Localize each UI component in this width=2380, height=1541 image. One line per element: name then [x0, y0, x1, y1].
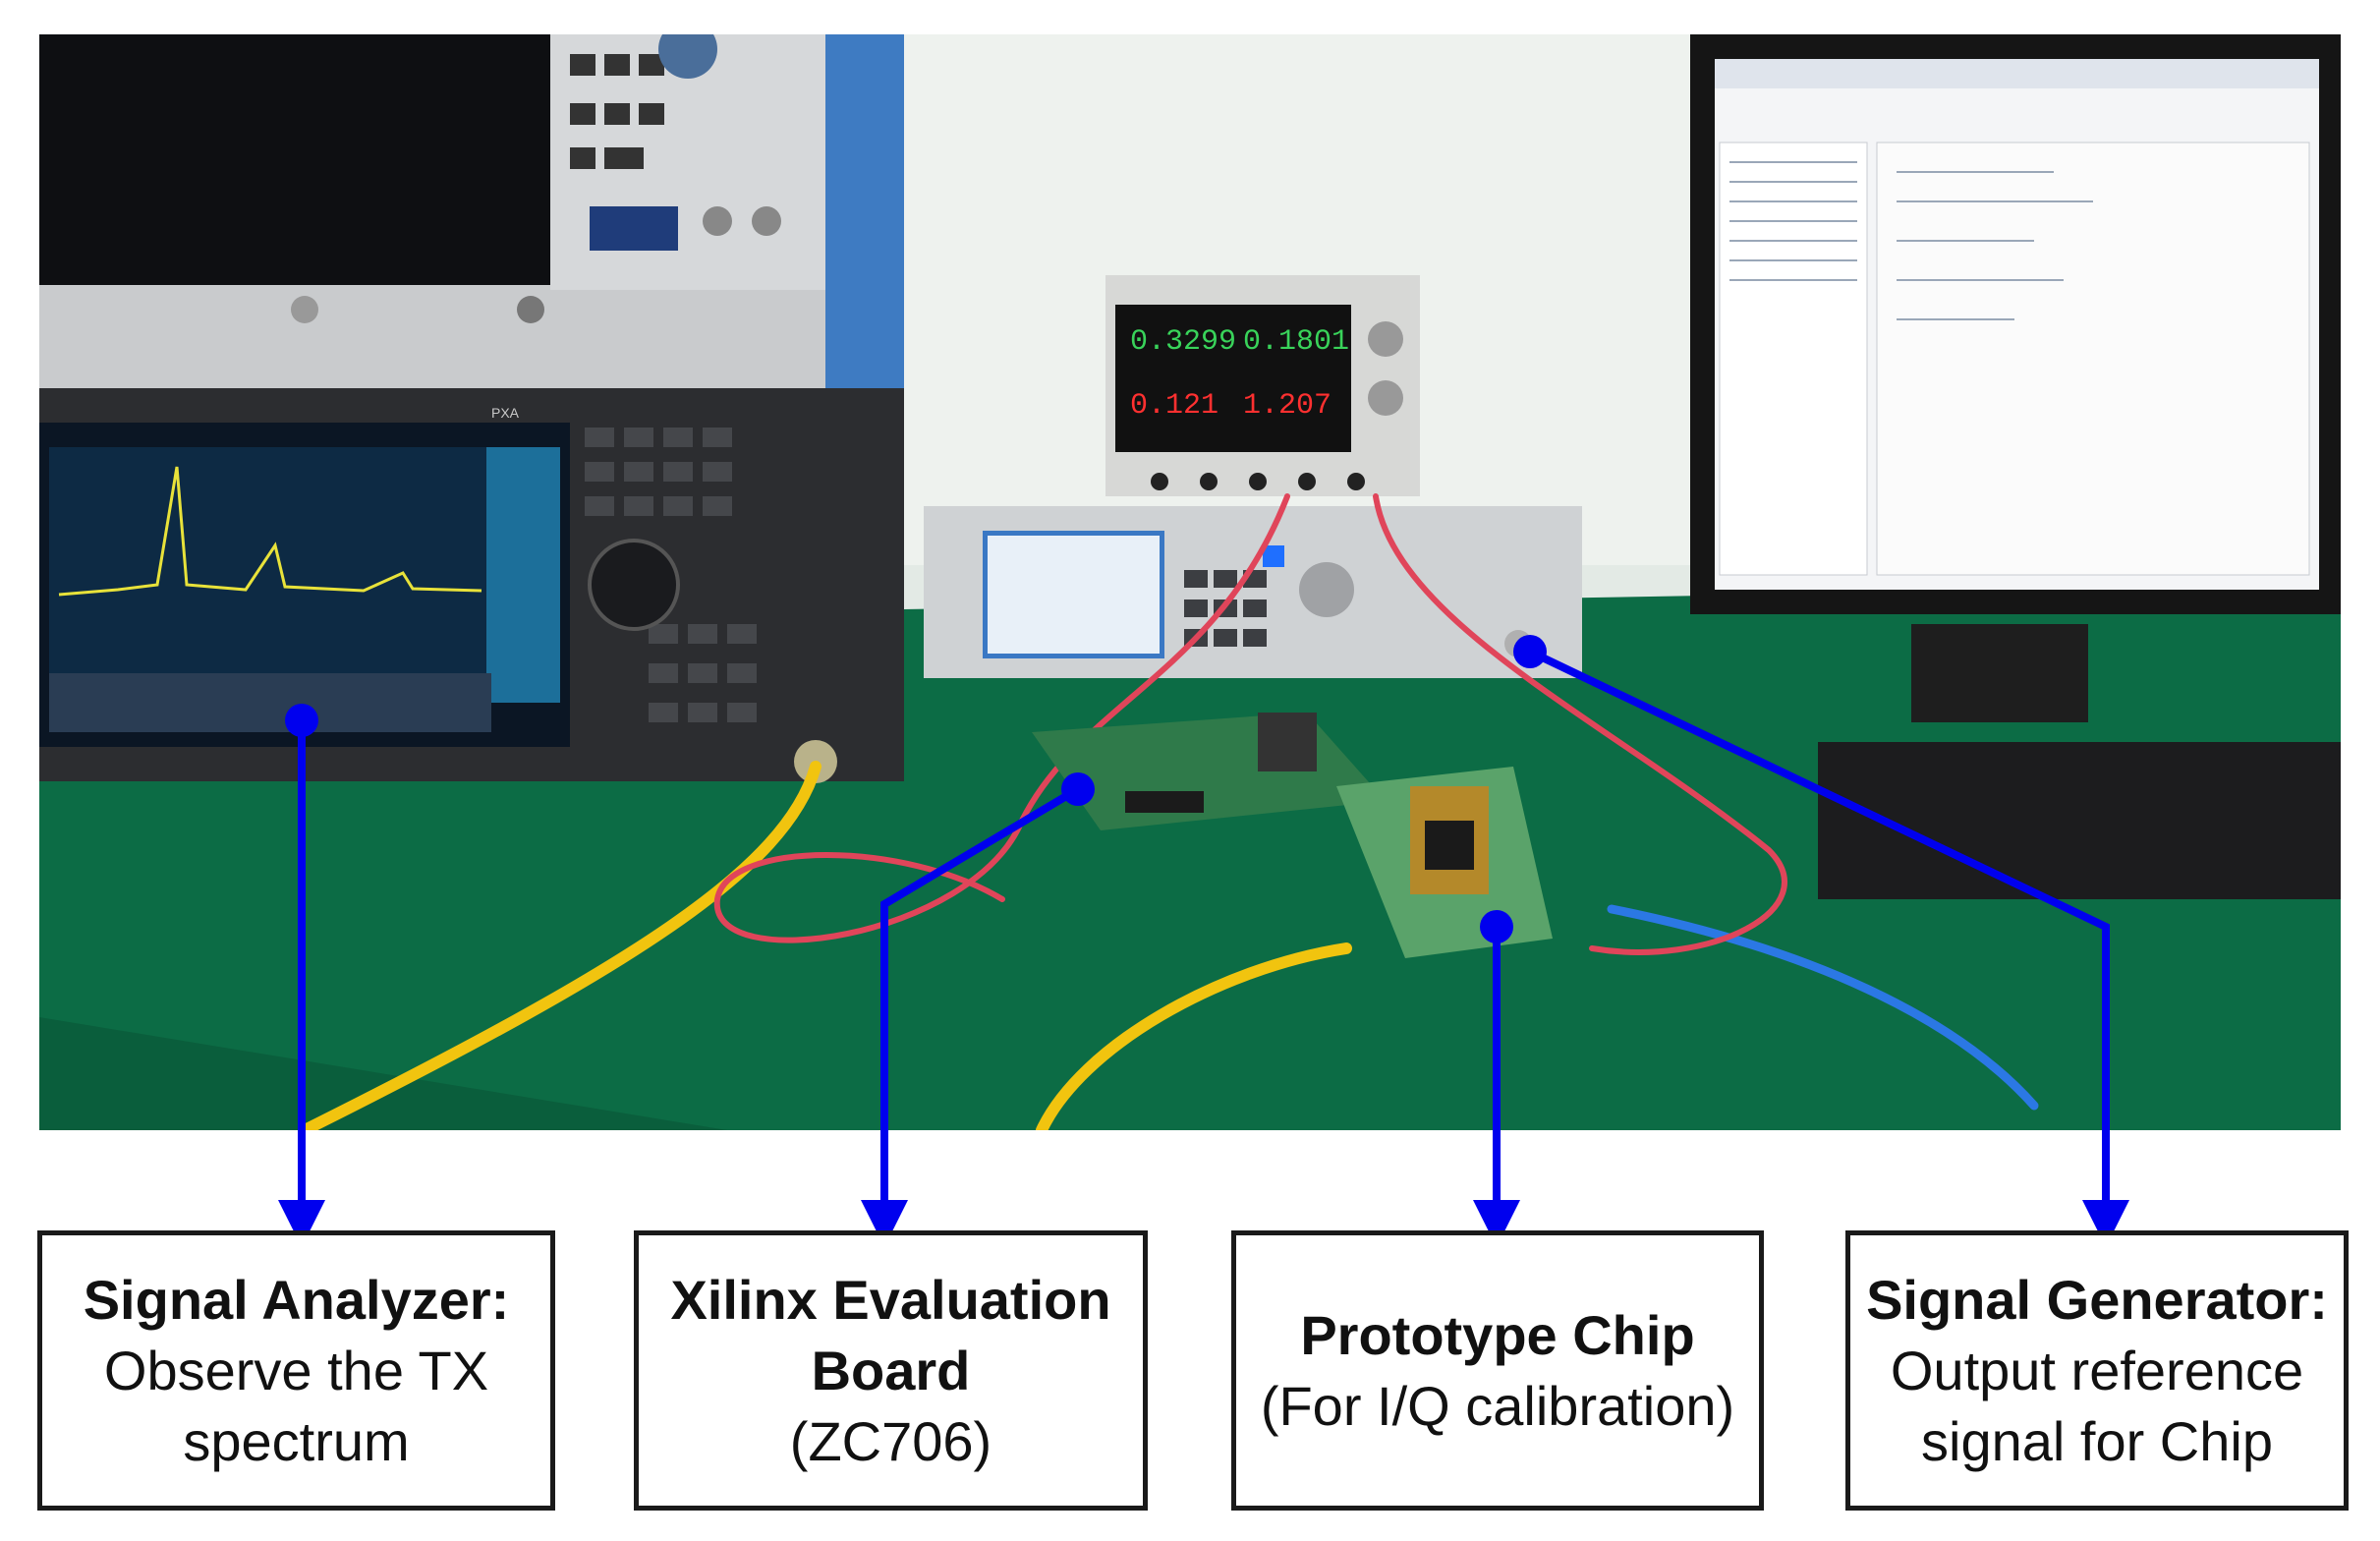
keyboard: [1818, 742, 2341, 899]
label-title: Xilinx Evaluation: [670, 1268, 1111, 1331]
label-box-signal-generator: Signal Generator: Output reference signa…: [1845, 1230, 2349, 1511]
psu-readout-2: 0.1801: [1243, 325, 1349, 359]
psu-readout-4: 1.207: [1243, 389, 1332, 423]
psu-readout-1: 0.3299: [1130, 325, 1236, 359]
label-box-prototype-chip: Prototype Chip (For I/Q calibration): [1231, 1230, 1764, 1511]
marker-dot-board: [1061, 772, 1095, 806]
marker-dot-generator: [1513, 635, 1547, 668]
label-title: Signal Generator:: [1866, 1268, 2328, 1331]
analyzer-brand-label: PXA: [491, 405, 520, 421]
blue-cable: [1607, 904, 2039, 1111]
label-title: Prototype Chip: [1300, 1303, 1695, 1366]
label-desc-line: spectrum: [183, 1409, 410, 1472]
label-box-xilinx-board: Xilinx Evaluation Board (ZC706): [634, 1230, 1148, 1511]
label-title-line2: Board: [811, 1339, 971, 1401]
xilinx-board-device: [1032, 713, 1386, 830]
red-cable: [713, 493, 1290, 943]
label-title: Signal Analyzer:: [83, 1268, 510, 1331]
lab-setup-photo: PXA 0.3299 0.1801 0.121 1.207: [39, 34, 2341, 1130]
arrow-xilinx-board: [861, 785, 1081, 1247]
monitor-device: [1690, 34, 2341, 722]
label-desc-line: Output reference: [1890, 1339, 2304, 1401]
label-box-signal-analyzer: Signal Analyzer: Observe the TX spectrum: [37, 1230, 555, 1511]
yellow-cable-chip: [1036, 942, 1352, 1130]
signal-analyzer-device: PXA: [39, 388, 904, 783]
arrow-signal-generator: [1528, 648, 2129, 1247]
marker-dot-chip: [1480, 910, 1513, 943]
top-instrument: [39, 34, 904, 408]
yellow-cable-analyzer: [299, 761, 822, 1130]
label-desc-line: (ZC706): [789, 1409, 992, 1472]
power-supply-device: 0.3299 0.1801 0.121 1.207: [1105, 275, 1420, 496]
psu-readout-3: 0.121: [1130, 389, 1218, 423]
label-desc-line: Observe the TX: [103, 1339, 489, 1401]
label-desc-line: signal for Chip: [1921, 1409, 2273, 1472]
marker-dot-analyzer: [285, 704, 318, 737]
label-desc-line: (For I/Q calibration): [1260, 1374, 1735, 1437]
